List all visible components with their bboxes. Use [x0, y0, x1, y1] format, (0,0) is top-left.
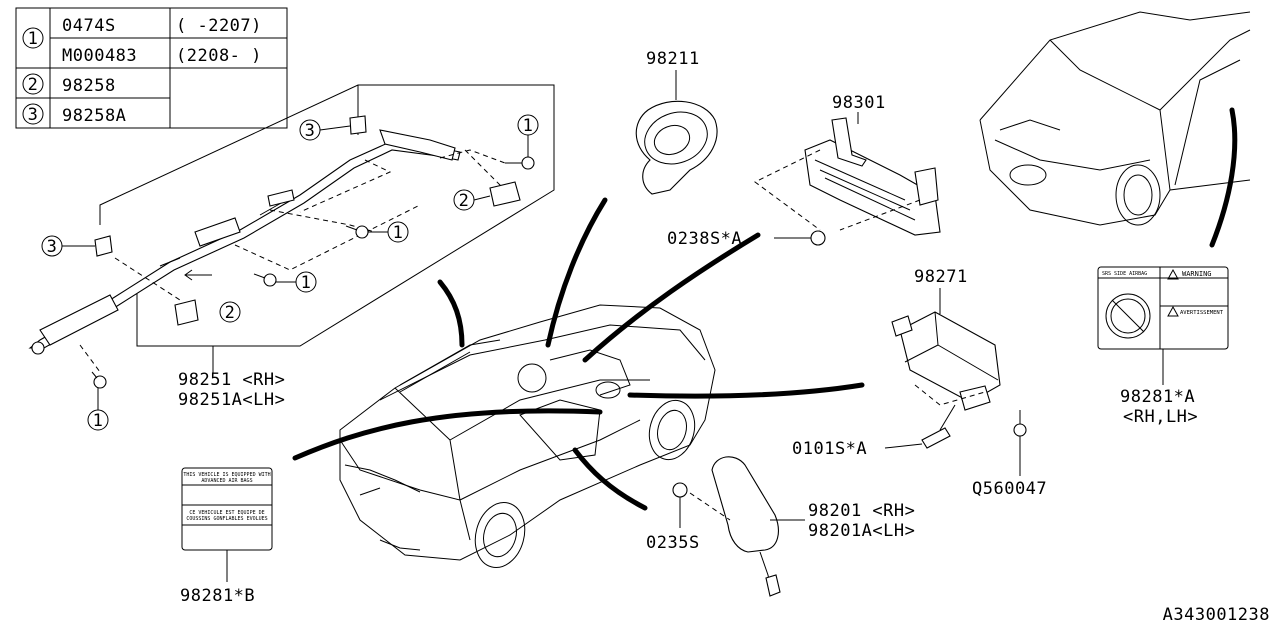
vehicle-main-view [339, 304, 716, 568]
legend-part-M000483: M000483 [62, 46, 137, 66]
legend-table: 1 0474S ( -2207) M000483 (2208- ) 2 9825… [15, 7, 288, 129]
clip-98258-upper [489, 181, 521, 207]
vehicle-front-view [979, 11, 1251, 226]
label-0235S: 0235S [646, 533, 700, 553]
label-98201A-lh: 98201A<LH> [808, 521, 915, 541]
label-98251A-lh: 98251A<LH> [178, 390, 285, 410]
label-98251-rh: 98251 <RH> [178, 370, 285, 390]
sticker-line-2: ADVANCED AIR BAGS [201, 478, 252, 484]
label-98301: 98301 [832, 93, 886, 113]
steering-airbag-98211 [635, 70, 718, 195]
label-98211: 98211 [646, 49, 700, 69]
sticker-line-4: COUSSINS GONFLABLES EVOLUES [186, 516, 267, 522]
leader-side-label [1209, 107, 1238, 248]
legend-part-0474S: 0474S [62, 16, 116, 36]
label-98281A: 98281*A [1120, 387, 1195, 407]
label-98281B: 98281*B [180, 586, 255, 606]
passenger-airbag-98271 [891, 288, 1001, 431]
bolt-0101S [884, 427, 951, 449]
label-98201-rh: 98201 <RH> [808, 501, 915, 521]
bolt-upper-right [505, 156, 535, 170]
label-98281A-rh-lh: <RH,LH> [1123, 407, 1198, 427]
seat-airbag-98201 [689, 456, 805, 597]
bolt-middle [345, 225, 369, 239]
legend-part-98258A: 98258A [62, 106, 126, 126]
leader-lines [292, 197, 865, 511]
legend-marker-1: 1 [28, 29, 39, 49]
knee-airbag-98301 [754, 112, 941, 236]
curtain-airbag-assembly [28, 84, 555, 389]
callout-1-lower: 1 [301, 273, 312, 293]
warning-label-98281A: SRS SIDE AIRBAG WARNING AVERTISSEMENT [1097, 266, 1229, 385]
clip-98258A-upper [349, 115, 367, 135]
bolt-lower-middle [253, 273, 277, 287]
sticker-line-1: THIS VEHICLE IS EQUIPPED WITH [183, 472, 270, 478]
warning-title: WARNING [1182, 270, 1212, 278]
diagram-id: A343001238 [1163, 605, 1270, 625]
callout-1-bottom: 1 [93, 411, 104, 431]
callout-3-upper: 3 [305, 121, 316, 141]
callout-1-upper: 1 [523, 116, 534, 136]
callout-2-lower: 2 [225, 303, 236, 323]
warning-left-title: SRS SIDE AIRBAG [1102, 271, 1147, 277]
clip-98258-lower [174, 299, 199, 326]
callout-3-lower: 3 [47, 237, 58, 257]
nut-0235S [672, 482, 688, 528]
avertissement-title: AVERTISSEMENT [1180, 310, 1224, 316]
legend-marker-3: 3 [28, 105, 39, 125]
label-0238S-A: 0238S*A [667, 229, 742, 249]
legend-part-98258: 98258 [62, 76, 116, 96]
sticker-line-3: CE VEHICULE EST EQUIPE DE [189, 510, 264, 516]
legend-range-2207: ( -2207) [176, 16, 262, 36]
callout-1-middle: 1 [393, 223, 404, 243]
clip-98258A-lower [94, 235, 113, 257]
bolt-bottom [91, 371, 107, 389]
legend-marker-2: 2 [28, 75, 39, 95]
legend-range-2208: (2208- ) [176, 46, 262, 66]
label-0101S-A: 0101S*A [792, 439, 867, 459]
callouts: 1 1 1 1 2 2 3 3 [41, 114, 539, 431]
bolt-Q560047 [1013, 410, 1027, 476]
label-Q560047: Q560047 [972, 479, 1047, 499]
label-98281B-sticker: THIS VEHICLE IS EQUIPPED WITH ADVANCED A… [181, 467, 273, 582]
label-98271: 98271 [914, 267, 968, 287]
callout-2-upper: 2 [459, 191, 470, 211]
bolt-0238S [774, 230, 826, 246]
